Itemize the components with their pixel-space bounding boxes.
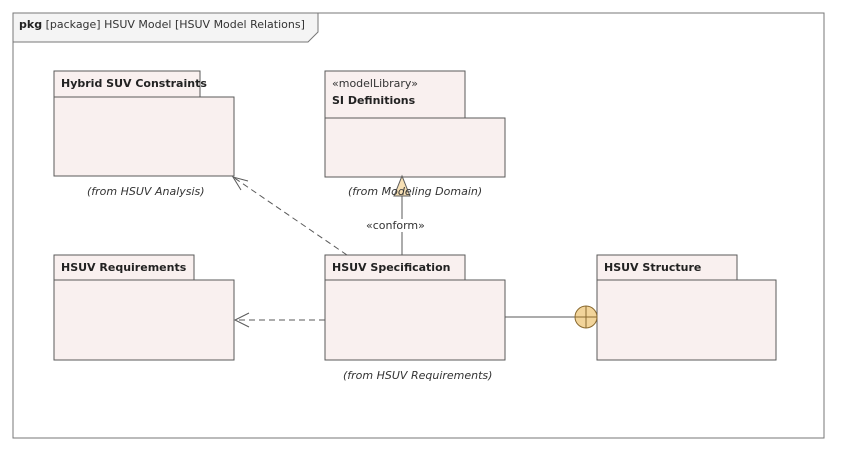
frame-kind: pkg [19,18,43,31]
package-hsuv-specification[interactable] [324,254,506,361]
package-name-hsuv-requirements: HSUV Requirements [61,261,187,274]
package-hybrid-suv-constraints[interactable] [53,70,235,177]
package-name-hsuv-specification: HSUV Specification [332,261,451,274]
package-name-hsuv-structure: HSUV Structure [604,261,702,274]
package-si-definitions[interactable] [324,70,506,178]
dependency-to-constraints[interactable] [231,176,348,256]
frame-tab [12,12,319,43]
frame-label-text: [package] HSUV Model [HSUV Model Relatio… [45,18,305,31]
from-note-specification: (from HSUV Requirements) [343,369,493,382]
containment-relation[interactable] [505,305,598,329]
package-name-hybrid-suv-constraints: Hybrid SUV Constraints [61,77,207,90]
dependency-to-requirements[interactable] [233,312,325,328]
conform-label: «conform» [366,219,425,232]
package-hsuv-requirements[interactable] [53,254,235,361]
frame-title: pkg [package] HSUV Model [HSUV Model Rel… [19,18,305,31]
package-name-si-definitions: SI Definitions [332,94,416,107]
from-note-si-definitions: (from Modeling Domain) [348,185,483,198]
package-hsuv-structure[interactable] [596,254,777,361]
from-note-constraints: (from HSUV Analysis) [87,185,205,198]
stereotype-model-library: «modelLibrary» [332,77,418,90]
